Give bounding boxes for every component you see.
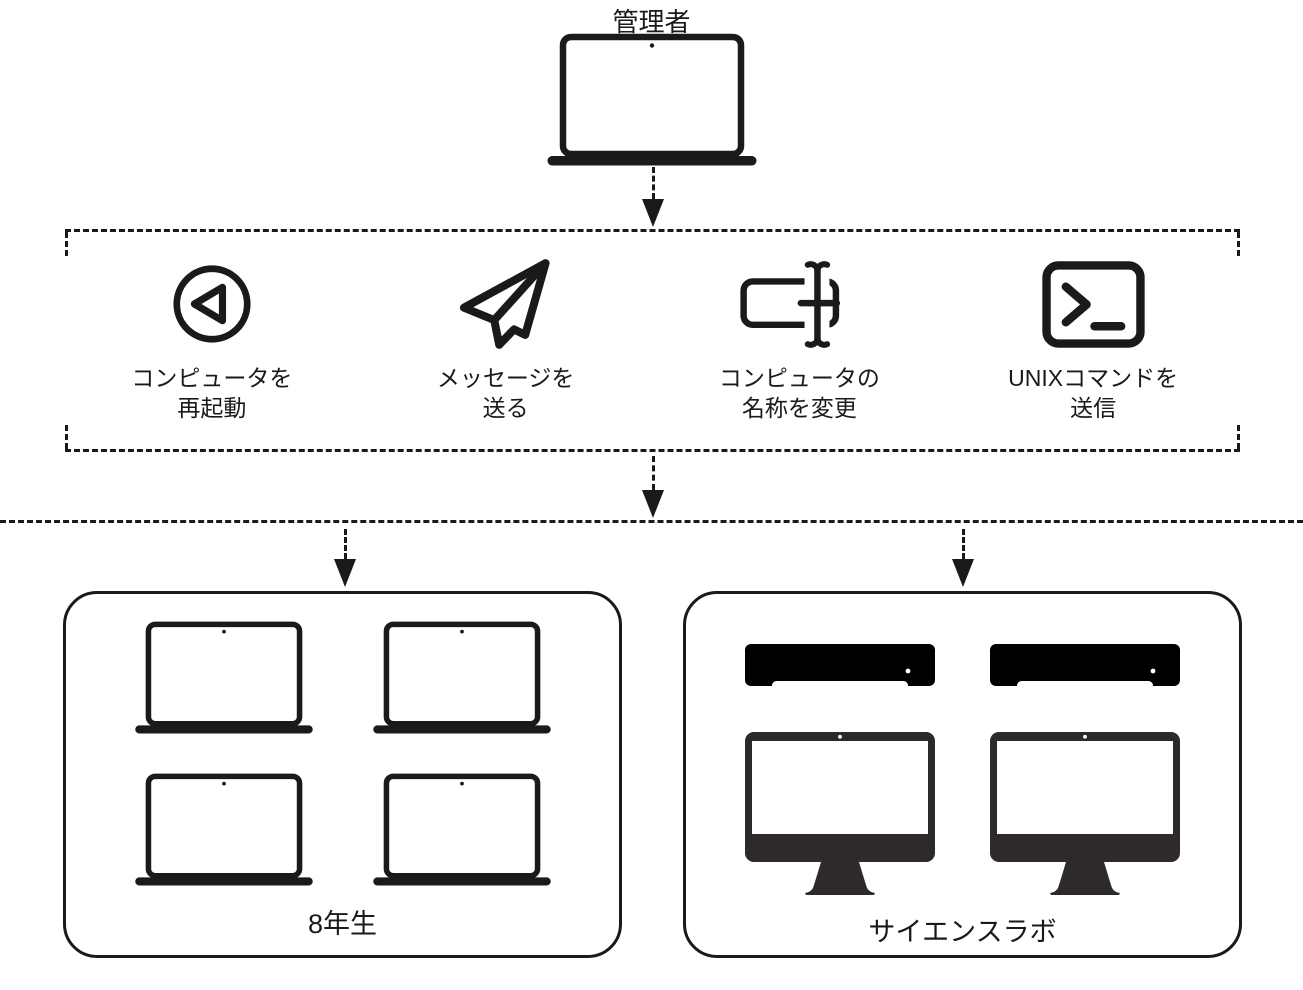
command-item-send-message: メッセージを 送る: [359, 255, 653, 449]
device-row: [745, 644, 1180, 686]
command-label: UNIXコマンドを 送信: [1008, 365, 1179, 421]
arrow-to-science-lab-icon: [951, 529, 975, 587]
unix-terminal-icon: [1041, 260, 1145, 348]
network-separator-line: [0, 520, 1303, 523]
dashed-corner-stub: [65, 425, 68, 449]
restart-icon: [173, 265, 251, 343]
group-box-science-lab: サイエンスラボ: [683, 591, 1242, 958]
command-item-rename: コンピュータの 名称を変更: [653, 255, 947, 449]
mac-mini-icon: [745, 644, 935, 686]
admin-label: 管理者: [612, 7, 691, 37]
device-row: [134, 772, 552, 886]
arrow-commands-to-groups-icon: [641, 456, 665, 518]
command-item-restart: コンピュータを 再起動: [65, 255, 359, 449]
group-label: サイエンスラボ: [868, 917, 1057, 947]
command-label: メッセージを 送る: [436, 365, 575, 421]
laptop-icon: [372, 772, 552, 886]
commands-row: コンピュータを 再起動 メッセージを 送る: [65, 232, 1240, 449]
mac-mini-icon: [990, 644, 1180, 686]
commands-box: コンピュータを 再起動 メッセージを 送る: [65, 229, 1240, 452]
command-label: コンピュータの 名称を変更: [718, 365, 880, 421]
arrow-to-grade8-icon: [333, 529, 357, 587]
arrow-admin-to-commands-icon: [641, 167, 665, 227]
device-row: [134, 620, 552, 734]
laptop-icon: [134, 620, 314, 734]
send-message-icon: [459, 259, 550, 349]
device-row: [745, 732, 1180, 902]
laptop-icon: [372, 620, 552, 734]
desktop-icon: [990, 732, 1180, 902]
dashed-corner-stub: [65, 232, 68, 256]
command-label: コンピュータを 再起動: [131, 365, 293, 421]
admin-laptop-icon: [546, 32, 758, 166]
desktop-icon: [745, 732, 935, 902]
command-item-unix: UNIXコマンドを 送信: [946, 255, 1240, 449]
dashed-corner-stub: [1237, 425, 1240, 449]
group-box-grade8: 8年生: [63, 591, 622, 958]
rename-computer-icon: [740, 259, 841, 349]
laptop-icon: [134, 772, 314, 886]
dashed-corner-stub: [1237, 232, 1240, 256]
group-label: 8年生: [307, 909, 378, 939]
